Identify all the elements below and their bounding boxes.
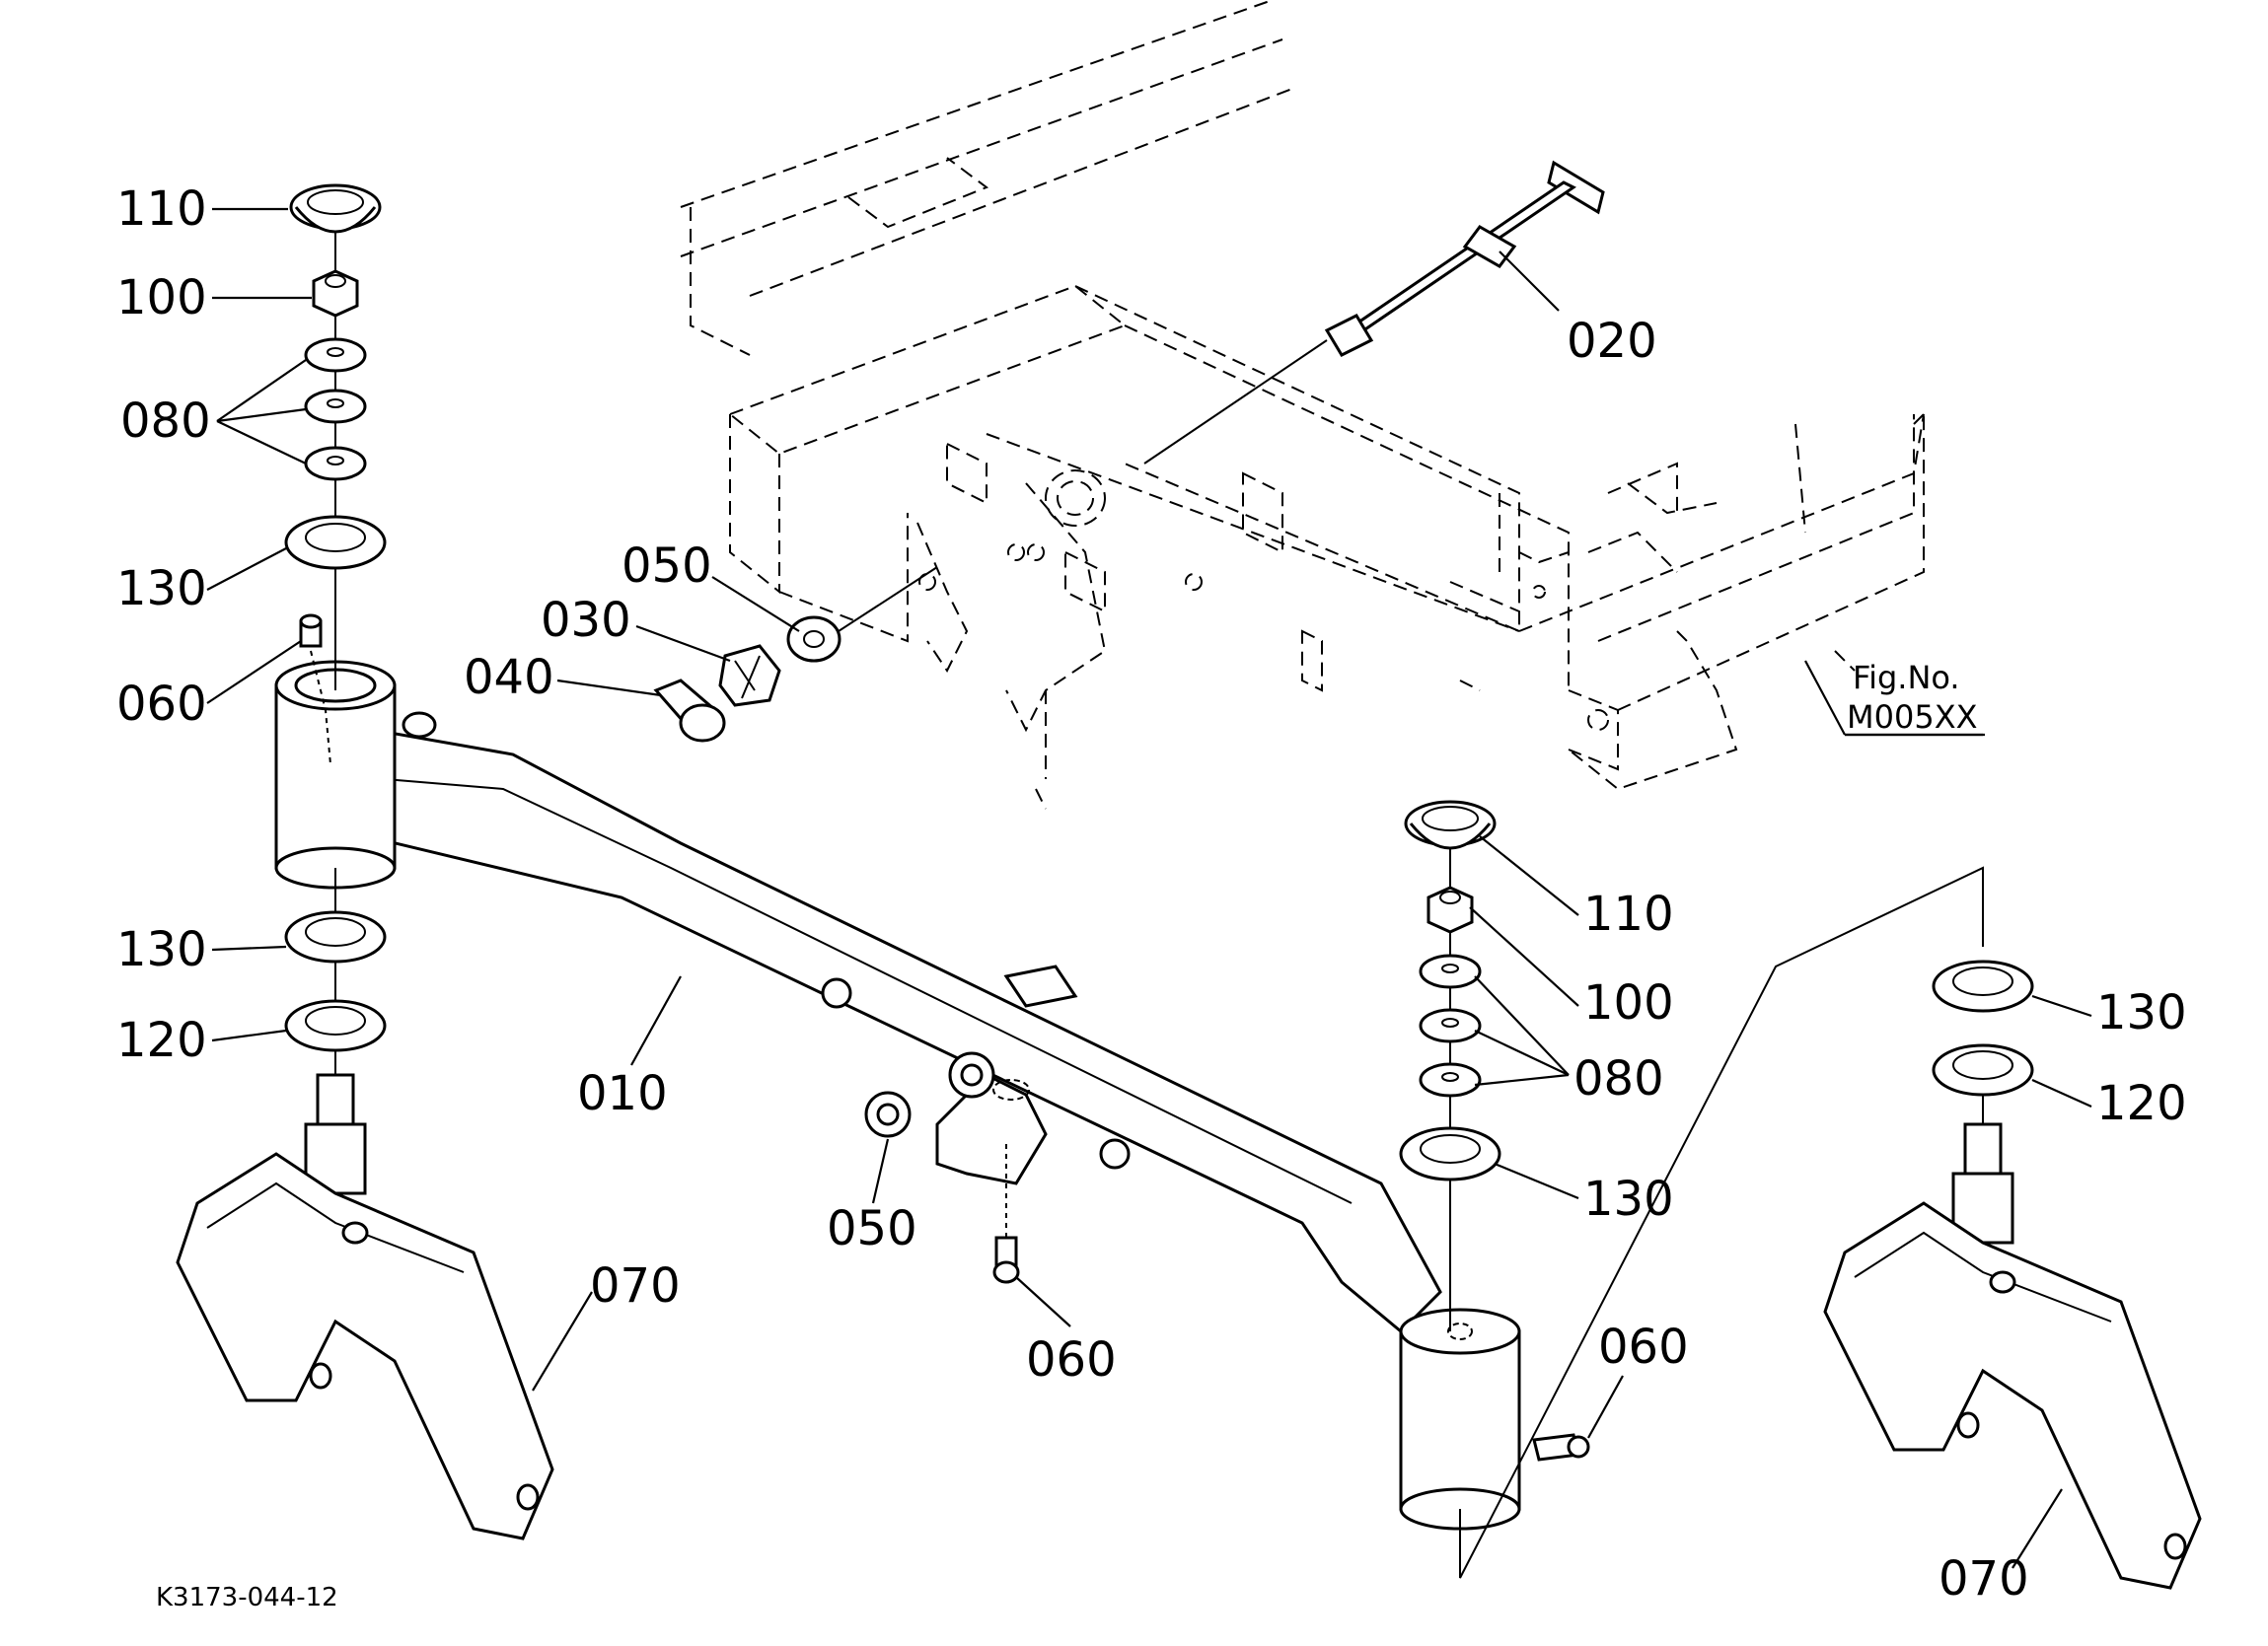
- callout-130-left-top: 130: [116, 561, 207, 616]
- callout-050-top: 050: [622, 538, 712, 594]
- callout-040: 040: [464, 650, 554, 705]
- callout-050-bottom: 050: [827, 1201, 917, 1256]
- callout-130-left-bottom: 130: [116, 922, 207, 977]
- callout-010: 010: [577, 1066, 668, 1121]
- tractor-frame-outline: [680, 0, 1925, 810]
- callout-130-right-mid: 130: [1583, 1172, 1674, 1227]
- figure-ref-line1: Fig.No.: [1853, 659, 1960, 696]
- right-spindle-arm-070: [1823, 1201, 2202, 1590]
- callout-100-right: 100: [1583, 975, 1674, 1031]
- callout-100-left: 100: [116, 270, 207, 325]
- center-hardware: [653, 566, 1020, 1284]
- axle-pin-020: [1143, 160, 1605, 465]
- center-bracket: [864, 1051, 1048, 1185]
- left-parts-stack: [284, 183, 387, 1195]
- callout-080-left: 080: [120, 394, 211, 449]
- callout-070-left: 070: [590, 1258, 681, 1314]
- left-spindle-arm-070: [176, 1152, 554, 1540]
- far-right-parts-stack: [1932, 960, 2034, 1245]
- callout-110-left: 110: [116, 181, 207, 237]
- callout-120-far-right: 120: [2096, 1076, 2187, 1131]
- callout-labels: 110 100 080 130 060 130 120 070 050 030 …: [116, 181, 2187, 1607]
- right-parts-stack: [1399, 800, 1984, 1579]
- callout-030: 030: [541, 593, 631, 648]
- callout-110-right: 110: [1583, 887, 1674, 942]
- callout-120-left: 120: [116, 1013, 207, 1068]
- callout-080-right: 080: [1573, 1051, 1664, 1107]
- callout-070-right: 070: [1939, 1551, 2029, 1607]
- callout-130-far-right: 130: [2096, 985, 2187, 1040]
- callout-060-left: 060: [116, 677, 207, 732]
- callout-020: 020: [1567, 314, 1657, 369]
- drawing-code: K3173-044-12: [156, 1583, 338, 1612]
- callout-060-center: 060: [1026, 1332, 1117, 1388]
- figure-ref-line2: M005XX: [1847, 698, 1978, 736]
- front-axle-beam-010: [342, 711, 1442, 1334]
- leader-lines: [206, 207, 2092, 1569]
- left-pivot-tube: [274, 660, 397, 890]
- figure-reference: Fig.No. M005XX: [1845, 659, 1985, 737]
- callout-060-right: 060: [1598, 1320, 1689, 1375]
